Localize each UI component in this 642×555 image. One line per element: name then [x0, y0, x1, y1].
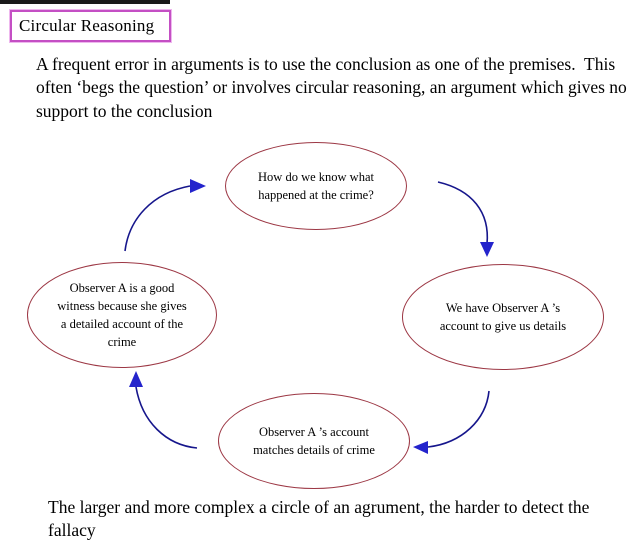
node-text-line: Observer A ’s account [258, 424, 370, 439]
page-title: Circular Reasoning [19, 16, 155, 35]
arrow-left-to-top [124, 179, 206, 252]
arrowhead-left-icon [413, 441, 428, 454]
node-text-line: happened at the crime? [258, 188, 374, 202]
node-text-line: We have Observer A ’s [445, 300, 561, 315]
arrow-right-to-bottom [413, 390, 490, 454]
arrowhead-right-icon [190, 179, 206, 193]
top-edge-bar [0, 0, 170, 4]
node-text-line: Observer A is a good [69, 280, 175, 295]
node-text-line: How do we know what [258, 169, 374, 184]
node-text-line: matches details of crime [253, 443, 375, 457]
arrow-bottom-to-left [129, 371, 198, 449]
arrowhead-down-icon [480, 242, 494, 257]
node-how-do-we-know: How do we know what happened at the crim… [225, 142, 407, 230]
node-text-line: account to give us details [439, 319, 567, 333]
title-box: Circular Reasoning [10, 10, 171, 42]
footer-paragraph: The larger and more complex a circle of … [48, 497, 590, 540]
node-text-line: witness because she gives [57, 298, 187, 313]
node-observer-account: We have Observer A ’s account to give us… [402, 264, 604, 370]
arrow-top-to-right [437, 181, 494, 257]
node-good-witness: Observer A is a good witness because she… [27, 262, 217, 368]
node-account-matches: Observer A ’s account matches details of… [218, 393, 410, 489]
node-text-line: a detailed account of the crime [60, 317, 184, 350]
arrowhead-up-icon [129, 371, 143, 387]
intro-paragraph: A frequent error in arguments is to use … [36, 54, 632, 121]
